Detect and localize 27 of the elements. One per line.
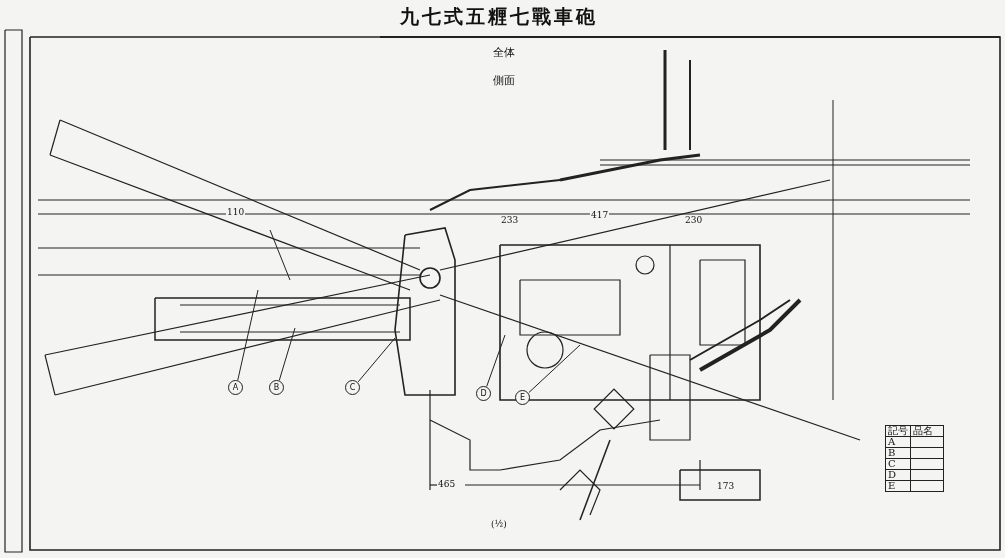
table-text: E	[888, 480, 896, 491]
callout-number: C	[345, 380, 360, 395]
callout-number: B	[269, 380, 284, 395]
dimension-label: 230	[684, 216, 704, 225]
dimension-label: 233	[500, 216, 520, 225]
leader-line	[486, 334, 506, 387]
view-label: 全体	[492, 47, 516, 58]
callout-number: E	[515, 390, 530, 405]
table-text: C	[888, 458, 896, 469]
table-text: B	[888, 447, 896, 458]
dimension-label: 465	[437, 480, 457, 489]
leader-line	[278, 327, 296, 381]
dimension-label: 173	[716, 482, 736, 491]
table-text: D	[888, 469, 897, 480]
table-text: A	[888, 436, 896, 447]
table-header: 品名	[913, 425, 933, 436]
view-label: 側面	[492, 75, 516, 86]
leader-line	[357, 337, 396, 383]
dimension-label: 417	[590, 211, 610, 220]
table-header: 記号	[888, 425, 908, 436]
callout-number: D	[476, 386, 491, 401]
scale-label: (½)	[490, 520, 508, 529]
leader-line	[237, 289, 259, 381]
callout-number: A	[228, 380, 243, 395]
drawing-title: 九七式五糎七戰車砲	[400, 7, 598, 26]
dimension-label: 110	[226, 208, 246, 217]
leader-line	[528, 344, 581, 394]
